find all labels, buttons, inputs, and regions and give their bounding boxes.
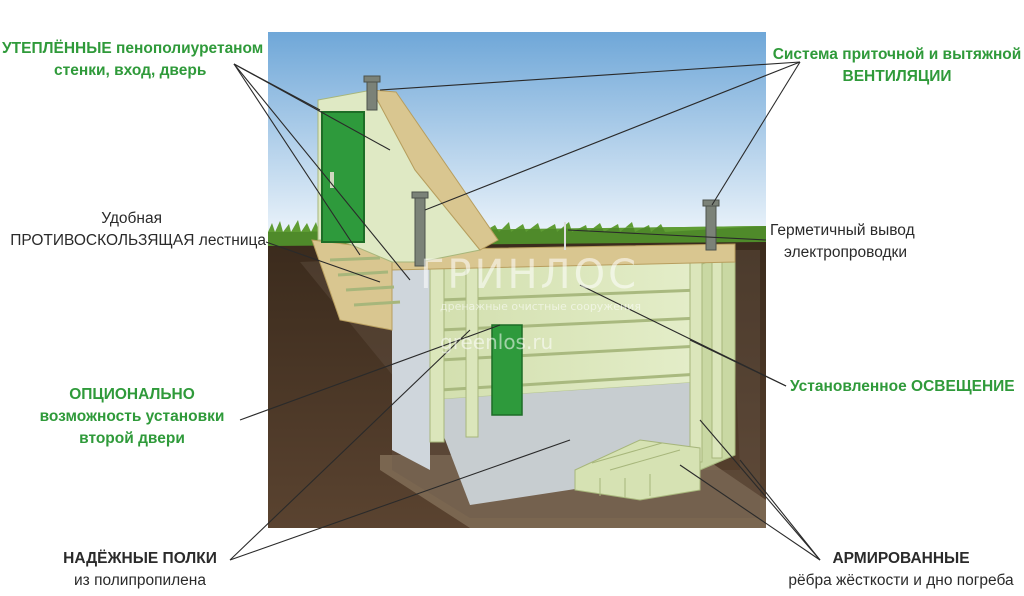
label-optional-line2: возможность установки: [39, 408, 225, 425]
label-ventilation: Система приточной и вытяжной ВЕНТИЛЯЦИИ: [770, 44, 1024, 88]
label-stairs: Удобная ПРОТИВОСКОЛЬЗЯЩАЯ лестница: [0, 208, 266, 252]
cellar-pit: [300, 243, 760, 518]
watermark-tagline: дренажные очистные сооружения: [440, 300, 641, 313]
roof-slope: [371, 89, 499, 251]
label-lighting: Установленное ОСВЕЩЕНИЕ: [790, 376, 1015, 398]
second-door: [491, 324, 523, 416]
label-insulated-rest: пенополиуретаном: [111, 40, 264, 57]
label-wiring-line1: Герметичный вывод: [770, 222, 915, 239]
pointer-lines: [229, 61, 821, 561]
label-optional-highlight: ОПЦИОНАЛЬНО: [69, 386, 195, 403]
label-optional-line3: второй двери: [79, 430, 185, 447]
staircase: [329, 256, 401, 307]
label-insulated-highlight: УТЕПЛЁННЫЕ: [2, 40, 112, 57]
entry-door: [321, 111, 365, 243]
floor-grid: [574, 439, 701, 501]
watermark-site: greenlos.ru: [440, 330, 554, 354]
label-optional: ОПЦИОНАЛЬНО возможность установки второй…: [32, 384, 232, 450]
label-wiring: Герметичный вывод электропроводки: [770, 220, 915, 264]
label-shelves: НАДЁЖНЫЕ ПОЛКИ из полипропилена: [40, 548, 240, 592]
label-insulated: УТЕПЛЁННЫЕ пенополиуретаном стенки, вход…: [2, 38, 263, 82]
vent-pipe-1: [366, 79, 378, 111]
label-ventilation-line1: Система приточной и вытяжной: [772, 46, 1022, 63]
label-shelves-line1: НАДЁЖНЫЕ ПОЛКИ: [63, 550, 217, 567]
ventilation-pipes: [363, 75, 720, 267]
label-lighting-highlight: ОСВЕЩЕНИЕ: [911, 378, 1015, 395]
label-ribs-line1: АРМИРОВАННЫЕ: [832, 550, 970, 567]
label-wiring-line2: электропроводки: [784, 244, 907, 261]
watermark-brand: ГРИНЛОС: [420, 252, 640, 298]
label-shelves-line2: из полипропилена: [74, 572, 206, 589]
label-ribs: АРМИРОВАННЫЕ рёбра жёсткости и дно погре…: [778, 548, 1024, 592]
label-insulated-line2: стенки, вход, дверь: [54, 62, 207, 79]
label-ribs-line2: рёбра жёсткости и дно погреба: [788, 572, 1014, 589]
stiffening-ribs: [429, 257, 723, 463]
label-stairs-line2: ПРОТИВОСКОЛЬЗЯЩАЯ лестница: [10, 232, 266, 249]
label-ventilation-highlight: ВЕНТИЛЯЦИИ: [842, 68, 952, 85]
label-stairs-line1: Удобная: [101, 210, 162, 227]
label-lighting-rest: Установленное: [790, 378, 912, 395]
vent-pipe-3: [705, 203, 717, 251]
shelves: [439, 288, 701, 392]
